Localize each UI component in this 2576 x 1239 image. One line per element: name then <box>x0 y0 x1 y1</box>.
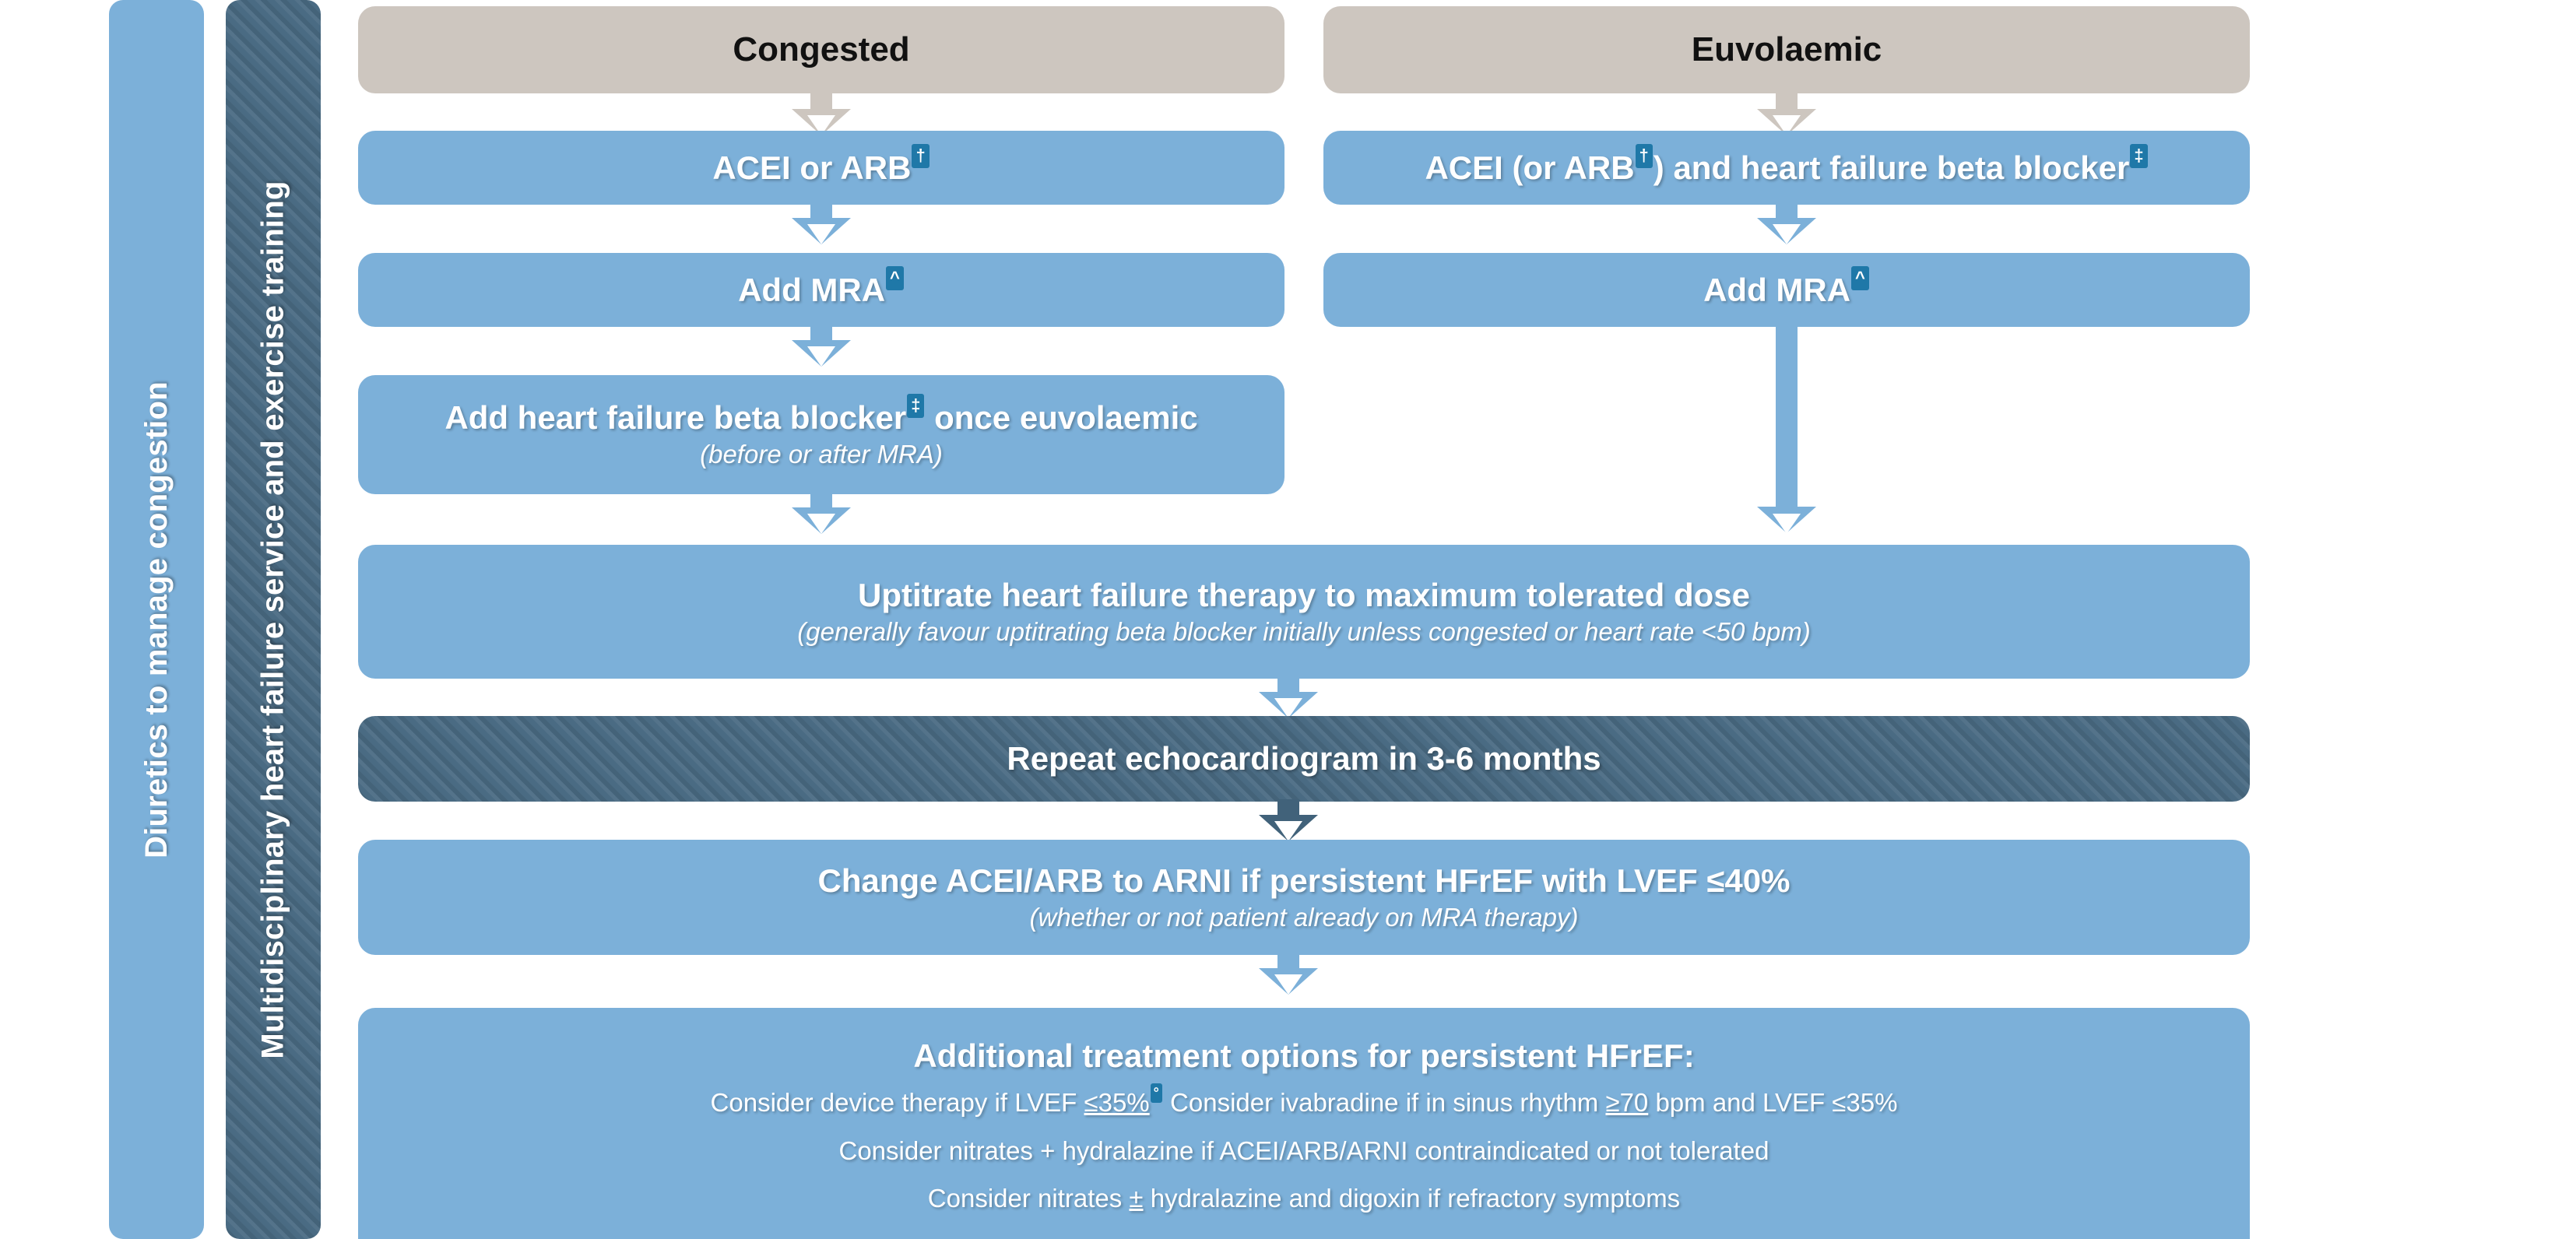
arrow-acei-to-mra <box>790 202 852 246</box>
header-euvolaemic-label: Euvolaemic <box>1691 30 1882 69</box>
box-left-acei-arb-label: ACEI or ARB† <box>712 143 930 186</box>
box-right-acei-and-beta-blocker-label: ACEI (or ARB†) and heart failure beta bl… <box>1425 143 2148 186</box>
arrow-right-acei-to-mra <box>1755 202 1818 246</box>
box-change-to-arni-subtitle: (whether or not patient already on MRA t… <box>1029 902 1579 932</box>
box-uptitrate-therapy-title: Uptitrate heart failure therapy to maxim… <box>858 576 1750 613</box>
box-right-acei-and-beta-blocker: ACEI (or ARB†) and heart failure beta bl… <box>1323 131 2250 205</box>
arrow-betablocker-to-uptitrate <box>790 492 852 535</box>
arrow-echo-to-arni <box>1257 799 1320 843</box>
box-additional-treatment-options-body: Consider device therapy if LVEF ≤35%° Co… <box>710 1074 1898 1218</box>
box-right-add-mra-label: Add MRA^ <box>1703 265 1870 308</box>
box-change-to-arni: Change ACEI/ARB to ARNI if persistent HF… <box>358 840 2250 955</box>
marker-double-dagger-icon: ‡ <box>2130 143 2148 168</box>
box-left-add-mra: Add MRA^ <box>358 253 1284 327</box>
box-left-add-beta-blocker: Add heart failure beta blocker‡ once euv… <box>358 375 1284 494</box>
box-uptitrate-therapy: Uptitrate heart failure therapy to maxim… <box>358 545 2250 679</box>
box-repeat-echocardiogram-title: Repeat echocardiogram in 3-6 months <box>1007 740 1601 777</box>
marker-dagger-icon: † <box>1635 143 1653 168</box>
box-left-acei-arb: ACEI or ARB† <box>358 131 1284 205</box>
arrow-congested-to-acei <box>790 92 852 135</box>
box-change-to-arni-title: Change ACEI/ARB to ARNI if persistent HF… <box>817 862 1791 899</box>
header-congested-label: Congested <box>733 30 910 69</box>
header-euvolaemic: Euvolaemic <box>1323 6 2250 93</box>
box-additional-treatment-options: Additional treatment options for persist… <box>358 1008 2250 1239</box>
box-uptitrate-therapy-subtitle: (generally favour uptitrating beta block… <box>797 616 1811 646</box>
sidebar-diuretics: Diuretics to manage congestion <box>109 0 204 1239</box>
additional-option-nitrates-hydralazine: Consider nitrates + hydralazine if ACEI/… <box>838 1135 1769 1165</box>
sidebar-multidisciplinary-service: Multidisciplinary heart failure service … <box>226 0 321 1239</box>
box-left-add-beta-blocker-label: Add heart failure beta blocker‡ once euv… <box>445 394 1198 437</box>
header-congested: Congested <box>358 6 1284 93</box>
arrow-arni-to-additional <box>1257 953 1320 996</box>
sidebar-diuretics-label: Diuretics to manage congestion <box>139 381 174 858</box>
box-additional-treatment-options-title: Additional treatment options for persist… <box>913 1037 1695 1074</box>
arrow-mra-to-betablocker <box>790 325 852 368</box>
box-right-add-mra: Add MRA^ <box>1323 253 2250 327</box>
arrow-euvolaemic-to-acei <box>1755 92 1818 135</box>
arrow-right-mra-to-uptitrate <box>1755 325 1818 535</box>
sidebar-multidisciplinary-service-label: Multidisciplinary heart failure service … <box>255 180 290 1059</box>
box-repeat-echocardiogram: Repeat echocardiogram in 3-6 months <box>358 716 2250 802</box>
box-left-add-beta-blocker-subtitle: (before or after MRA) <box>700 440 943 469</box>
marker-dagger-icon: † <box>912 143 930 168</box>
marker-caret-icon: ^ <box>886 265 904 290</box>
box-left-add-mra-label: Add MRA^ <box>738 265 905 308</box>
marker-ring-icon: ° <box>1150 1083 1162 1104</box>
marker-caret-icon: ^ <box>1851 265 1869 290</box>
arrow-uptitrate-to-echo <box>1257 676 1320 720</box>
additional-option-device-ivabradine: Consider device therapy if LVEF ≤35%° Co… <box>710 1083 1898 1118</box>
marker-double-dagger-icon: ‡ <box>907 394 925 419</box>
additional-option-nitrates-digoxin: Consider nitrates ± hydralazine and digo… <box>927 1184 1681 1213</box>
